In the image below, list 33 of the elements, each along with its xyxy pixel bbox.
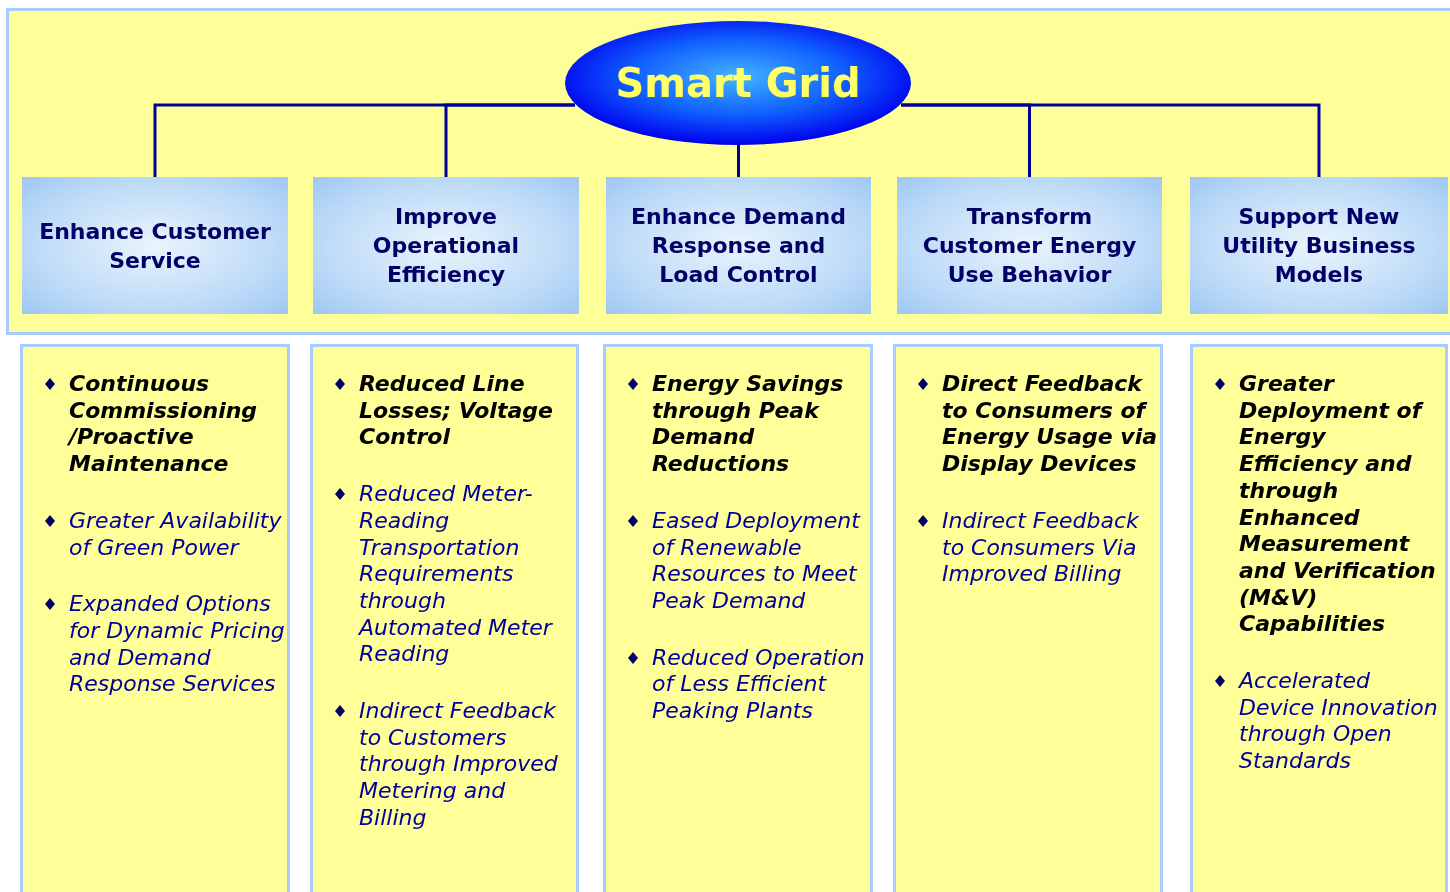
benefit-text: Energy Savings through Peak Demand Reductions xyxy=(652,371,844,477)
benefit-text: Reduced Line Losses; Voltage Control xyxy=(359,371,553,450)
benefit-column xyxy=(603,344,873,892)
benefit-text: Reduced Meter-Reading Transportation Requirements through Automated Meter Reading xyxy=(359,481,552,667)
benefit-column xyxy=(893,344,1163,892)
benefit-column xyxy=(310,344,579,892)
goal-box xyxy=(897,177,1162,314)
goal-box xyxy=(313,177,579,314)
benefit-text: Indirect Feedback to Customers through Improved Metering and Billing xyxy=(359,698,558,830)
benefit-text: Accelerated Device Innovation through Open Standards xyxy=(1239,668,1438,774)
benefit-text: Reduced Operation of Less Efficient Peaking Plants xyxy=(652,644,865,724)
goal-label: Enhance Demand Response and Load Control xyxy=(630,203,847,289)
goal-label: Improve Operational Efficiency xyxy=(371,203,521,289)
benefit-text: Greater Availability of Green Power xyxy=(69,507,282,560)
benefit-text: Eased Deployment of Renewable Resources to Meet Peak Demand xyxy=(652,507,860,613)
goal-label: Transform Customer Energy Use Behavior xyxy=(921,203,1138,289)
benefit-text: Expanded Options for Dynamic Pricing and Demand Response Services xyxy=(69,591,285,697)
benefit-text: Indirect Feedback to Consumers Via Improved Billing xyxy=(942,507,1139,587)
goal-label: Enhance Customer Service xyxy=(38,217,272,275)
connector-line xyxy=(444,103,575,177)
goal-box xyxy=(1190,177,1448,314)
root-ellipse xyxy=(564,20,912,146)
goal-box xyxy=(606,177,871,314)
goal-box xyxy=(22,177,288,314)
connector-line xyxy=(737,145,740,177)
benefit-text: Direct Feedback to Consumers of Energy Usage via Display Devices xyxy=(942,371,1158,477)
connector-line xyxy=(901,103,1321,177)
benefit-column xyxy=(20,344,290,892)
benefit-column xyxy=(1190,344,1448,892)
benefit-text: Greater Deployment of Energy Efficiency and through Enhanced Measurement and Verification (M&V) Capabilities xyxy=(1239,371,1436,637)
goal-label: Support New Utility Business Models xyxy=(1221,203,1417,289)
benefit-text: Continuous Commissioning /Proactive Maintenance xyxy=(69,371,258,477)
root-title: Smart Grid xyxy=(615,60,861,106)
